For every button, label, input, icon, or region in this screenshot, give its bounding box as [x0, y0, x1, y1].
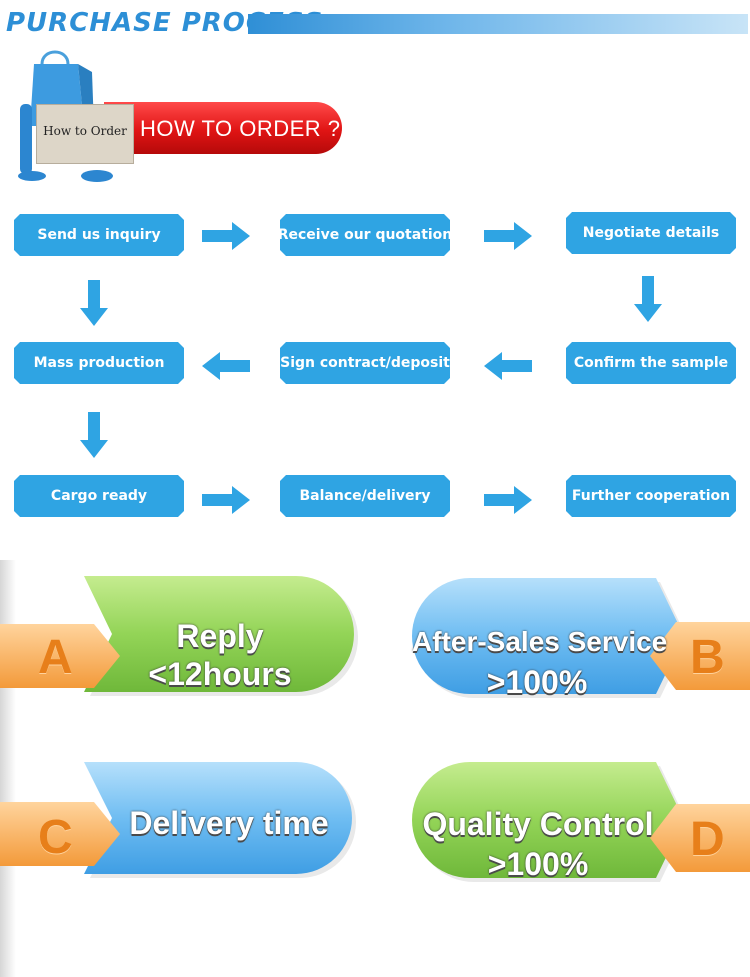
- step-confirm-sample: Confirm the sample: [566, 342, 736, 384]
- arrow-right-icon: [202, 486, 250, 514]
- features-graphic: [0, 560, 750, 977]
- feature-b-title: After-Sales Service: [412, 626, 668, 657]
- how-to-order-tab: [104, 102, 342, 154]
- how-to-order-heading: HOW TO ORDER ?: [140, 116, 341, 141]
- arrow-down-icon: [634, 276, 662, 322]
- figure-foot-icon: [81, 170, 113, 182]
- step-balance-delivery: Balance/delivery: [280, 475, 450, 517]
- step-sign-contract: Sign contract/deposit: [280, 342, 450, 384]
- arrow-down-icon: [80, 280, 108, 326]
- arrow-left-icon: [202, 352, 250, 380]
- feature-d-value: >100%: [487, 846, 589, 882]
- arrow-right-icon: [484, 486, 532, 514]
- arrow-down-icon: [80, 412, 108, 458]
- arrow-left-icon: [484, 352, 532, 380]
- feature-c-letter: C: [38, 811, 73, 864]
- feature-a-title: Reply: [176, 618, 264, 654]
- feature-d-title: Quality Control: [422, 806, 654, 842]
- figure-icon: [18, 104, 46, 181]
- arrow-right-icon: [484, 222, 532, 250]
- feature-b-letter: B: [690, 631, 725, 684]
- feature-b-value: >100%: [486, 664, 588, 700]
- feature-c-title: Delivery time: [129, 805, 329, 841]
- step-receive-quotation: Receive our quotation: [280, 214, 450, 256]
- feature-d-letter: D: [690, 813, 725, 866]
- arrow-right-icon: [202, 222, 250, 250]
- sign-board: [36, 104, 134, 164]
- step-send-inquiry: Send us inquiry: [14, 214, 184, 256]
- sign-board-text: How to Order: [43, 124, 127, 138]
- header-bar: [248, 14, 748, 34]
- feature-a-value: <12hours: [148, 656, 292, 692]
- step-further-cooperation: Further cooperation: [566, 475, 736, 517]
- step-negotiate-details: Negotiate details: [566, 212, 736, 254]
- feature-a-letter: A: [38, 631, 73, 684]
- step-mass-production: Mass production: [14, 342, 184, 384]
- step-cargo-ready: Cargo ready: [14, 475, 184, 517]
